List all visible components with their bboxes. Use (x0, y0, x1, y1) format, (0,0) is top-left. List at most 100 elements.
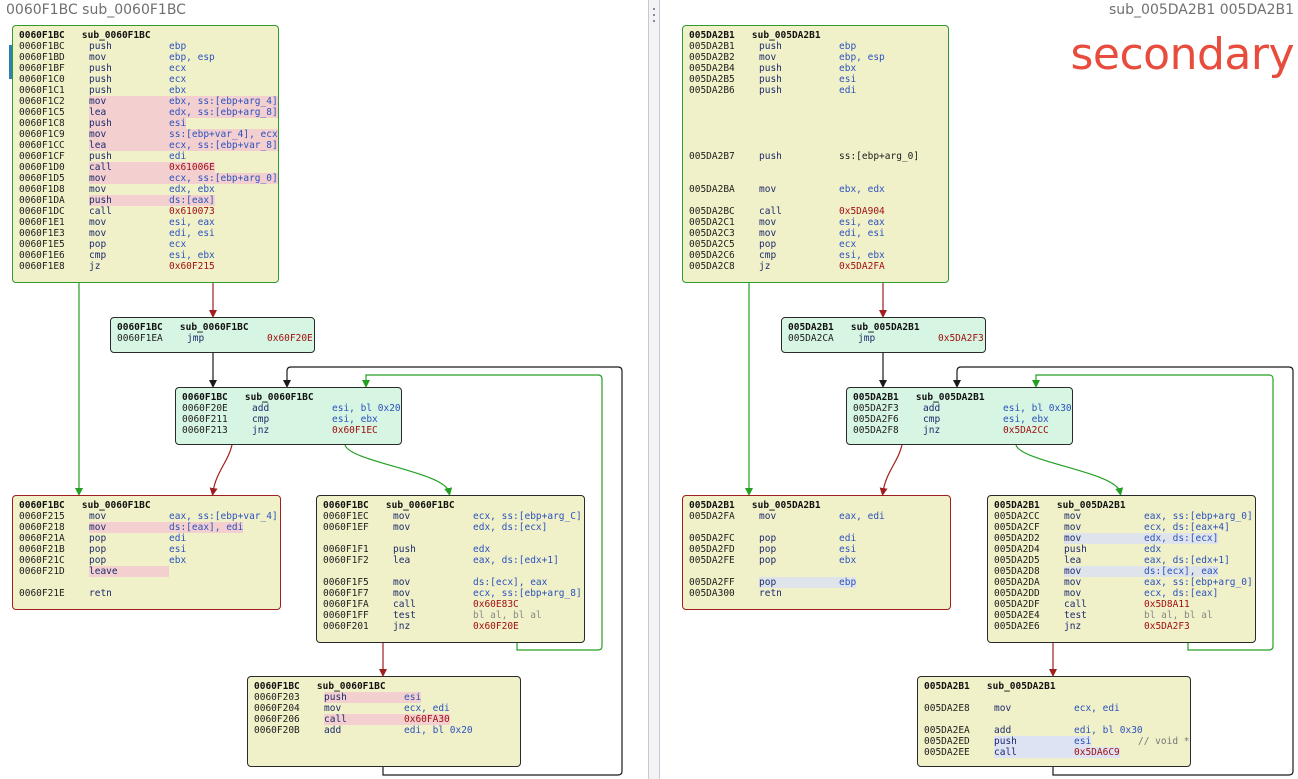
pane-splitter[interactable] (648, 0, 660, 779)
block-header: 0060F1BC sub_0060F1BC (117, 322, 249, 333)
secondary-graph-pane[interactable]: sub_005DA2B1 005DA2B1 secondary 005DA2B1… (660, 0, 1298, 779)
primary-graph-pane[interactable]: 0060F1BC sub_0060F1BC 0060F1BC sub_0060F… (0, 0, 648, 779)
instruction-mnemonic: mov (89, 522, 169, 533)
